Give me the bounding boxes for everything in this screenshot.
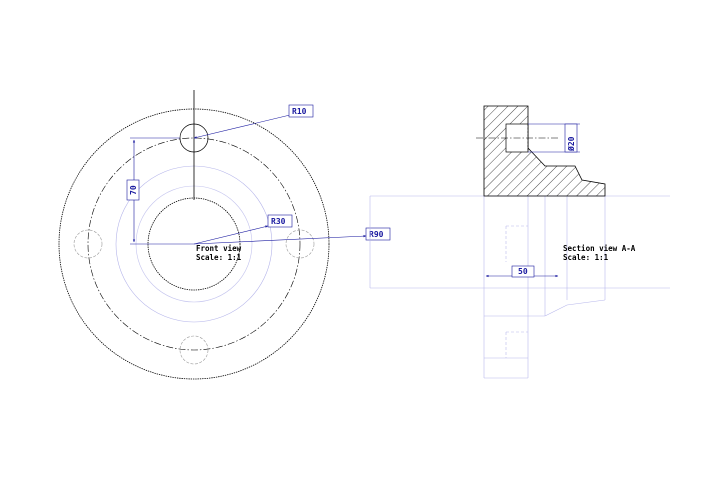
r10-leader — [193, 114, 291, 139]
d20-label-box — [564, 123, 578, 153]
projection-lines — [369, 195, 670, 379]
dim-50-label-box — [511, 265, 535, 278]
r30-label-box — [267, 214, 293, 228]
r10-label-box — [288, 104, 314, 118]
section-view: Ø20 50 Section view A-A Scale: 1:1 — [476, 105, 636, 278]
section-profile-hatched — [483, 105, 606, 197]
front-view: R10 70 R30 R90 Front view Scale: 1:1 — [58, 90, 391, 380]
bolt-hole-left — [73, 229, 103, 259]
r30-leader — [193, 225, 269, 245]
d20-label: Ø20 — [566, 136, 576, 152]
r10-label: R10 — [292, 107, 307, 116]
bolt-hole-right — [285, 229, 315, 259]
dim-70-label-box — [126, 179, 140, 201]
front-view-title: Front view — [196, 244, 242, 253]
r90-leader — [193, 234, 367, 245]
front-view-scale: Scale: 1:1 — [196, 253, 242, 262]
bolt-circle-centerline — [87, 137, 301, 351]
r30-label: R30 — [271, 217, 286, 226]
dim-70-label: 70 — [129, 185, 138, 195]
dim-50-label: 50 — [518, 267, 528, 276]
bolt-hole-bottom — [179, 335, 209, 365]
section-view-scale: Scale: 1:1 — [563, 253, 609, 262]
r90-label: R90 — [369, 230, 384, 239]
section-view-title: Section view A-A — [563, 244, 636, 253]
r90-label-box — [365, 227, 391, 241]
